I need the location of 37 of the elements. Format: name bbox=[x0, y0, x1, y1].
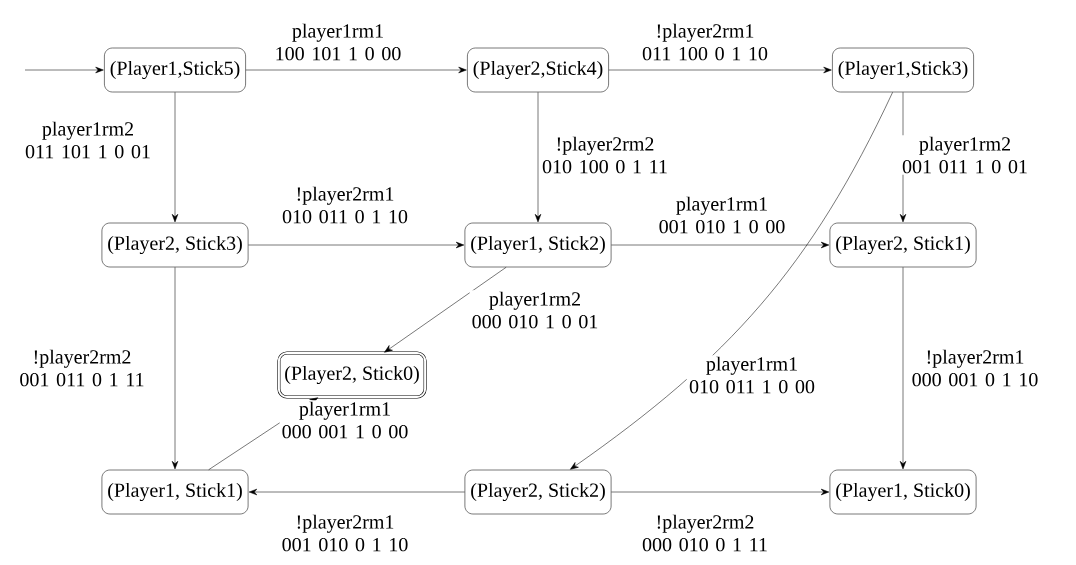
edge-label: player1rm1 000 001 1 0 00 bbox=[279, 400, 411, 440]
arrow bbox=[384, 267, 507, 353]
arrow bbox=[24, 66, 104, 74]
state-box: (Player2,Stick4) bbox=[467, 47, 609, 93]
arrow bbox=[570, 92, 893, 470]
edge-label: !player2rm1 011 100 0 1 10 bbox=[639, 22, 771, 62]
edge-label: !player2rm2 000 010 0 1 11 bbox=[639, 513, 771, 553]
arrow bbox=[248, 488, 465, 496]
arrow bbox=[534, 92, 542, 223]
arrow bbox=[899, 267, 907, 470]
arrow bbox=[611, 488, 830, 496]
arrow bbox=[248, 241, 465, 249]
edge-label: player1rm1 010 011 1 0 00 bbox=[686, 355, 818, 395]
edge-label: player1rm1 100 101 1 0 00 bbox=[272, 22, 404, 62]
arrow bbox=[608, 66, 832, 74]
edge-label: player1rm2 001 011 1 0 01 bbox=[899, 135, 1031, 175]
state-box: (Player1, Stick1) bbox=[101, 469, 249, 515]
edge-label: !player2rm2 010 100 0 1 11 bbox=[539, 135, 671, 175]
state-box: (Player1, Stick2) bbox=[464, 222, 612, 268]
state-box: (Player2, Stick2) bbox=[464, 469, 612, 515]
edge-label: !player2rm1 001 010 0 1 10 bbox=[279, 513, 411, 553]
edge-label: !player2rm1 010 011 0 1 10 bbox=[279, 185, 411, 225]
state-box: (Player1,Stick3) bbox=[832, 47, 974, 93]
edge-label: player1rm1 001 010 1 0 00 bbox=[656, 195, 788, 235]
edge-label: player1rm2 000 010 1 0 01 bbox=[469, 290, 601, 330]
arrow bbox=[171, 92, 179, 223]
state-box: (Player1, Stick0) bbox=[829, 469, 977, 515]
arrow bbox=[245, 66, 467, 74]
state-box: (Player2, Stick0) bbox=[277, 351, 427, 399]
edge-label: !player2rm2 001 011 0 1 11 bbox=[16, 348, 148, 388]
state-box: (Player1,Stick5) bbox=[104, 47, 246, 93]
edge-label: player1rm2 011 101 1 0 01 bbox=[22, 120, 154, 160]
arrow bbox=[171, 267, 179, 470]
arrow bbox=[611, 241, 830, 249]
edge-label: !player2rm1 000 001 0 1 10 bbox=[909, 348, 1041, 388]
state-box: (Player2, Stick1) bbox=[829, 222, 977, 268]
state-box: (Player2, Stick3) bbox=[101, 222, 249, 268]
